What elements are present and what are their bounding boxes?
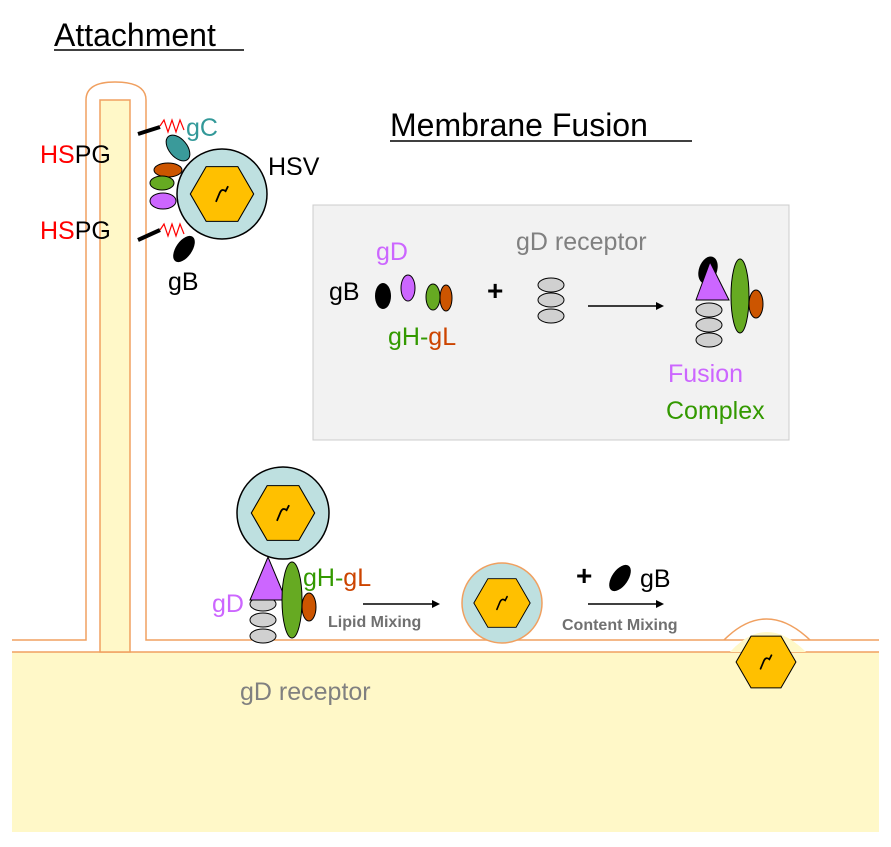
membrane-fusion-heading: Membrane Fusion: [390, 107, 648, 143]
complex-gd-triangle: [695, 260, 730, 301]
filopodium-tip: [85, 81, 147, 101]
complex-gh: [730, 258, 750, 334]
pg-text-2: PG: [75, 217, 111, 245]
box-gh-text: gH: [388, 323, 420, 351]
gb-glycoprotein-attach: [173, 235, 195, 263]
content-mixing-label: Content Mixing: [562, 617, 678, 634]
box-gb-label: gB: [329, 278, 360, 306]
bottom-gd-label: gD: [212, 590, 244, 618]
complex-gl: [748, 289, 764, 319]
bottom-receptor-2: [249, 612, 277, 628]
box-plus: +: [487, 275, 503, 306]
content-mixing-arrow-head: [656, 600, 664, 608]
fusion-label: Fusion: [668, 360, 743, 388]
bottom-dash-text: -: [335, 564, 343, 592]
hspg-stalk-1: [137, 125, 161, 136]
complex-label: Complex: [666, 397, 765, 425]
hspg-label-2: HSPG: [40, 217, 111, 245]
heparan-sulfate-chain-1: [159, 118, 185, 134]
box-gl-glycoprotein: [439, 284, 453, 312]
box-gh-glycoprotein: [425, 283, 441, 311]
bottom-gh-text: gH: [303, 564, 335, 592]
box-gd-receptor: [537, 277, 565, 324]
complex-receptor-1: [695, 302, 723, 318]
heparan-sulfate-chain-2: [159, 222, 185, 238]
box-gl-text: gL: [428, 323, 456, 351]
bottom-receptor-label: gD receptor: [240, 678, 371, 706]
gc-glycoprotein: [165, 134, 191, 162]
lipid-mixing-arrow-head: [432, 600, 440, 608]
bound-virion: [236, 466, 330, 644]
bottom-gh: [281, 561, 303, 639]
bottom-gl-text: gL: [343, 564, 371, 592]
cell-cytoplasm: [12, 652, 879, 832]
attachment-heading: Attachment: [54, 17, 216, 53]
box-receptor-domain-1: [537, 277, 565, 293]
released-gb: [609, 564, 631, 592]
pg-text-1: PG: [75, 141, 111, 169]
hs-text-1: HS: [40, 141, 75, 169]
gc-label: gC: [186, 114, 218, 142]
content-gb-label: gB: [640, 565, 671, 593]
gb-label-attach: gB: [168, 268, 199, 296]
box-gb-glycoprotein: [375, 283, 391, 309]
gh-glycoprotein-attach: [149, 175, 175, 191]
box-arrow-head: [656, 302, 664, 310]
box-receptor-domain-3: [537, 308, 565, 324]
hsv-label: HSV: [268, 153, 320, 181]
bottom-gh-gl-label: gH-gL: [303, 564, 371, 592]
cell-membrane-upper-right: [145, 100, 879, 641]
lipid-mixing-label: Lipid Mixing: [328, 614, 421, 631]
box-fusion-complex: [695, 256, 764, 348]
box-gd-label: gD: [376, 238, 408, 266]
content-plus: +: [576, 560, 592, 591]
box-receptor-label: gD receptor: [516, 228, 647, 256]
cell: [12, 81, 879, 832]
bottom-gd-triangle: [249, 555, 287, 601]
bottom-receptor-3: [249, 628, 277, 644]
complex-receptor-3: [695, 332, 723, 348]
box-gd-glycoprotein: [400, 274, 416, 302]
hspg-label-1: HSPG: [40, 141, 111, 169]
box-receptor-domain-2: [537, 292, 565, 308]
cell-membrane-upper: [12, 100, 87, 641]
gl-glycoprotein-attach: [153, 162, 183, 178]
fusion-pore-membrane: [723, 618, 811, 641]
complex-receptor-2: [695, 317, 723, 333]
hspg-stalk-2: [137, 228, 161, 242]
box-dash-text: -: [420, 323, 428, 351]
attachment-virion: [137, 118, 268, 263]
gd-glycoprotein-attach: [149, 192, 177, 210]
bottom-gl: [301, 592, 317, 622]
filopodium: [99, 99, 131, 653]
box-gh-gl-label: gH-gL: [388, 323, 456, 351]
hs-text-2: HS: [40, 217, 75, 245]
